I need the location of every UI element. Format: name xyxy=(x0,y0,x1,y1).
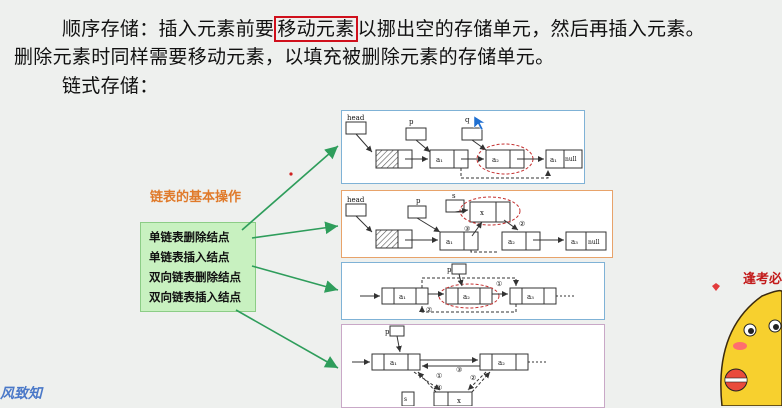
label-s: s xyxy=(452,192,456,200)
node-a2-dd: a₂ xyxy=(463,293,470,301)
single-delete-diagram: head p q a₁ a₂ a₁ null xyxy=(345,114,583,179)
null-label-2: null xyxy=(588,239,600,246)
connector-arrows xyxy=(235,145,339,369)
op-double-insert[interactable]: 双向链表插入结点 xyxy=(149,290,241,304)
label-p: p xyxy=(409,118,414,126)
label-p-2: p xyxy=(416,197,421,205)
cursor-icon xyxy=(473,115,486,131)
label-p-4: p xyxy=(385,328,390,336)
node-a1-single: a₁ xyxy=(436,156,443,164)
line1-before: 顺序存储：插入元素前要 xyxy=(62,18,275,40)
node-a2-di: a₂ xyxy=(498,359,505,367)
step-1-di: ① xyxy=(436,372,442,380)
single-insert-diagram: head p s x a₁ a₂ a₃ null ③ ② xyxy=(345,192,607,253)
text-line-3: 链式存储： xyxy=(62,75,159,97)
node-a3-dd: a₃ xyxy=(527,293,534,301)
op-single-insert[interactable]: 单链表插入结点 xyxy=(149,250,230,264)
label-s-4: s xyxy=(404,396,407,403)
double-delete-diagram: p a₁ a₂ a₃ ① ② xyxy=(360,263,576,314)
text-line-1: 顺序存储：插入元素前要移动元素以挪出空的存储单元，然后再插入元素。 xyxy=(62,14,705,42)
op-double-delete[interactable]: 双向链表删除结点 xyxy=(149,270,241,284)
highlight-box: 移动元素 xyxy=(274,16,358,42)
step-2-dd: ② xyxy=(426,306,432,314)
double-insert-diagram: p a₁ a₂ x s ① ④ ② ③ xyxy=(352,325,548,406)
label-q: q xyxy=(465,116,470,124)
node-a3-insert: a₃ xyxy=(571,238,578,246)
step-2-di: ② xyxy=(470,374,476,382)
label-head: head xyxy=(347,114,365,122)
label-p-3: p xyxy=(447,266,452,274)
label-head-2: head xyxy=(347,196,365,204)
red-dot xyxy=(289,172,293,176)
node-a2-single: a₂ xyxy=(492,156,499,164)
node-a3-single: a₁ xyxy=(550,156,557,164)
brand-text: 逢考必 xyxy=(742,272,782,287)
text-line-2: 删除元素时同样需要移动元素，以填充被删除元素的存储单元。 xyxy=(14,46,555,68)
node-a2-insert: a₂ xyxy=(508,238,515,246)
step-3-di: ③ xyxy=(456,366,462,374)
step-1-dd: ① xyxy=(496,280,502,288)
node-a1-di: a₁ xyxy=(390,359,397,367)
node-x: x xyxy=(480,209,484,217)
node-a1-insert: a₁ xyxy=(446,238,453,246)
ops-title: 链表的基本操作 xyxy=(150,190,242,205)
node-a1-dd: a₁ xyxy=(399,293,406,301)
line1-after: 以挪出空的存储单元，然后再插入元素。 xyxy=(357,18,705,40)
watermark: 风致知 xyxy=(0,386,42,402)
mascot-icon xyxy=(712,283,782,406)
ops-list: 单链表删除结点 单链表插入结点 双向链表删除结点 双向链表插入结点 xyxy=(140,222,256,312)
op-single-delete[interactable]: 单链表删除结点 xyxy=(149,230,230,244)
null-label: null xyxy=(565,156,577,163)
step-3: ③ xyxy=(464,225,470,233)
node-x-di: x xyxy=(457,397,461,405)
panel-single-delete xyxy=(341,110,585,184)
step-2: ② xyxy=(519,220,525,228)
heart-icon xyxy=(712,283,720,291)
